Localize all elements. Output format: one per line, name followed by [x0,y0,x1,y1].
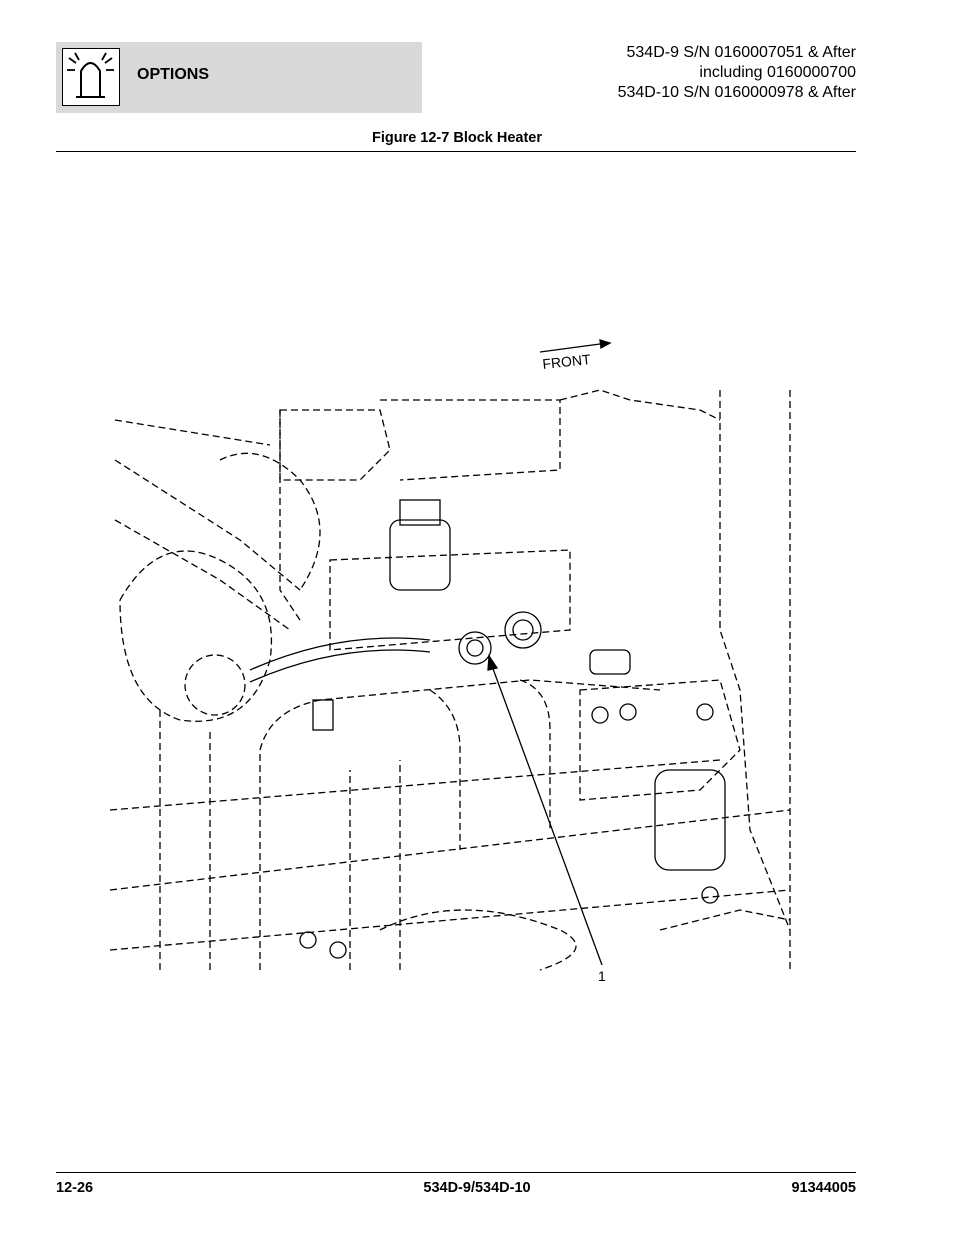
footer-divider [56,1172,856,1173]
serial-line: 534D-10 S/N 0160000978 & After [617,84,856,101]
engine-block-heater-drawing: FRONT 1 [109,339,791,984]
header-divider [56,151,856,152]
front-arrow [539,343,601,353]
front-label: FRONT [542,351,592,372]
serial-number-block: 534D-9 S/N 0160007051 & After including … [618,43,856,103]
page-number: 12-26 [56,1180,94,1196]
figure-title: Figure 12-7 Block Heater [371,130,543,146]
callout-leader [491,665,603,966]
serial-line: 534D-9 S/N 0160007051 & After [626,44,857,61]
document-number: 91344005 [791,1180,856,1196]
section-title: OPTIONS [137,66,210,83]
model-name: 534D-9/534D-10 [423,1180,531,1196]
serial-line: including 0160000700 [699,64,856,81]
callout-number: 1 [598,968,606,984]
beacon-light-icon [62,48,120,106]
